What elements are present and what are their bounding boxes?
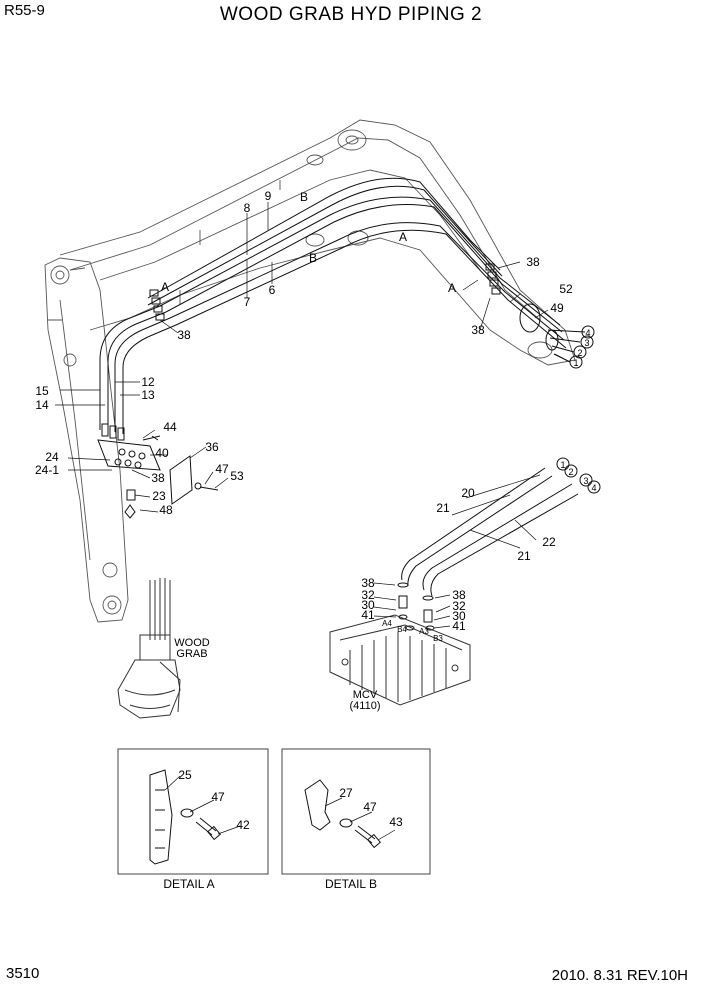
label-port-a3: A3 [419, 627, 429, 636]
page-title: WOOD GRAB HYD PIPING 2 [219, 4, 483, 25]
label-part-38-mcv-left: 38 [361, 576, 375, 590]
label-part-49: 49 [550, 301, 564, 315]
label-part-42: 42 [236, 818, 250, 832]
label-part-41-right: 41 [452, 619, 466, 633]
label-part-53: 53 [230, 469, 244, 483]
label-part-44: 44 [163, 420, 177, 434]
detail-b-frame [281, 748, 431, 875]
label-part-43: 43 [389, 815, 403, 829]
label-part-47-upper: 47 [215, 462, 229, 476]
page-number: 3510 [6, 965, 40, 982]
label-part-23: 23 [152, 489, 166, 503]
label-part-8: 8 [244, 201, 251, 215]
leader-lines [55, 202, 571, 841]
detail-a-frame [117, 748, 269, 875]
ref-1-top: 1 [573, 358, 578, 368]
arm-outline [44, 257, 129, 623]
label-part-48: 48 [159, 503, 173, 517]
detail-a-parts [149, 769, 221, 865]
label-part-38-top: 38 [177, 328, 191, 342]
label-part-32-right: 32 [452, 599, 466, 613]
label-part-25: 25 [178, 768, 192, 782]
label-detail-b: DETAIL B [325, 877, 377, 891]
ref-1-mcv: 1 [560, 460, 565, 470]
label-part-24: 24 [45, 450, 59, 464]
label-part-30-left: 30 [361, 598, 375, 612]
manifold-block [97, 423, 161, 471]
boom-outline [59, 119, 576, 366]
label-part-47-detail-a: 47 [211, 790, 225, 804]
ref-2-mcv: 2 [568, 467, 573, 477]
label-part-32-left: 32 [361, 588, 375, 602]
ref-4-top: 4 [585, 328, 590, 338]
label-section-b-lower: B [309, 251, 317, 265]
bracket-36 [169, 455, 219, 505]
label-part-21-upper: 21 [436, 501, 450, 515]
label-part-27: 27 [339, 786, 353, 800]
label-wood: WOOD [174, 637, 209, 649]
label-part-6: 6 [269, 283, 276, 297]
label-part-47-detail-b: 47 [363, 800, 377, 814]
circled-refs [556, 325, 601, 494]
label-part-36: 36 [205, 440, 219, 454]
label-part-38-mcv-right: 38 [452, 588, 466, 602]
label-part-13: 13 [141, 388, 155, 402]
ref-4-mcv: 4 [591, 483, 596, 493]
label-part-14: 14 [35, 398, 49, 412]
mcv-body [329, 614, 471, 706]
label-part-24-1: 24-1 [35, 463, 59, 477]
label-part-12: 12 [141, 375, 155, 389]
label-detail-a: DETAIL A [163, 877, 214, 891]
label-port-b4: B4 [397, 625, 407, 634]
detail-b-parts [304, 779, 381, 849]
label-section-b-upper: B [300, 190, 308, 204]
revision-date: 2010. 8.31 REV.10H [551, 967, 688, 984]
label-part-15: 15 [35, 384, 49, 398]
label-grab: GRAB [176, 648, 207, 660]
ref-2-top: 2 [577, 348, 582, 358]
label-section-a-left: A [161, 280, 169, 294]
label-part-38-right: 38 [526, 255, 540, 269]
ref-3-mcv: 3 [583, 476, 588, 486]
label-part-21-lower: 21 [517, 549, 531, 563]
label-section-a-right: A [399, 230, 407, 244]
model-code: R55-9 [4, 2, 45, 19]
label-part-40: 40 [155, 446, 169, 460]
label-port-a4: A4 [382, 619, 392, 628]
label-section-a-lower: A [448, 281, 456, 295]
label-part-9: 9 [265, 189, 272, 203]
label-part-38-manifold: 38 [151, 471, 165, 485]
label-mcv: MCV [353, 689, 378, 701]
label-part-30-right: 30 [452, 609, 466, 623]
label-port-b3: B3 [433, 634, 443, 643]
mcv-pipes [401, 467, 579, 597]
label-part-7: 7 [244, 295, 251, 309]
label-part-41-left: 41 [361, 608, 375, 622]
label-mcv-code: (4110) [350, 700, 381, 712]
wood-grab-illustration [117, 578, 181, 719]
fittings-23-48 [124, 489, 136, 519]
label-part-52: 52 [559, 282, 573, 296]
pipe-ends-right [547, 329, 586, 363]
label-part-20: 20 [461, 486, 475, 500]
label-part-22: 22 [542, 535, 556, 549]
boom-hose-bundle [99, 177, 567, 434]
ref-3-top: 3 [584, 338, 589, 348]
label-part-38-bottom: 38 [471, 323, 485, 337]
